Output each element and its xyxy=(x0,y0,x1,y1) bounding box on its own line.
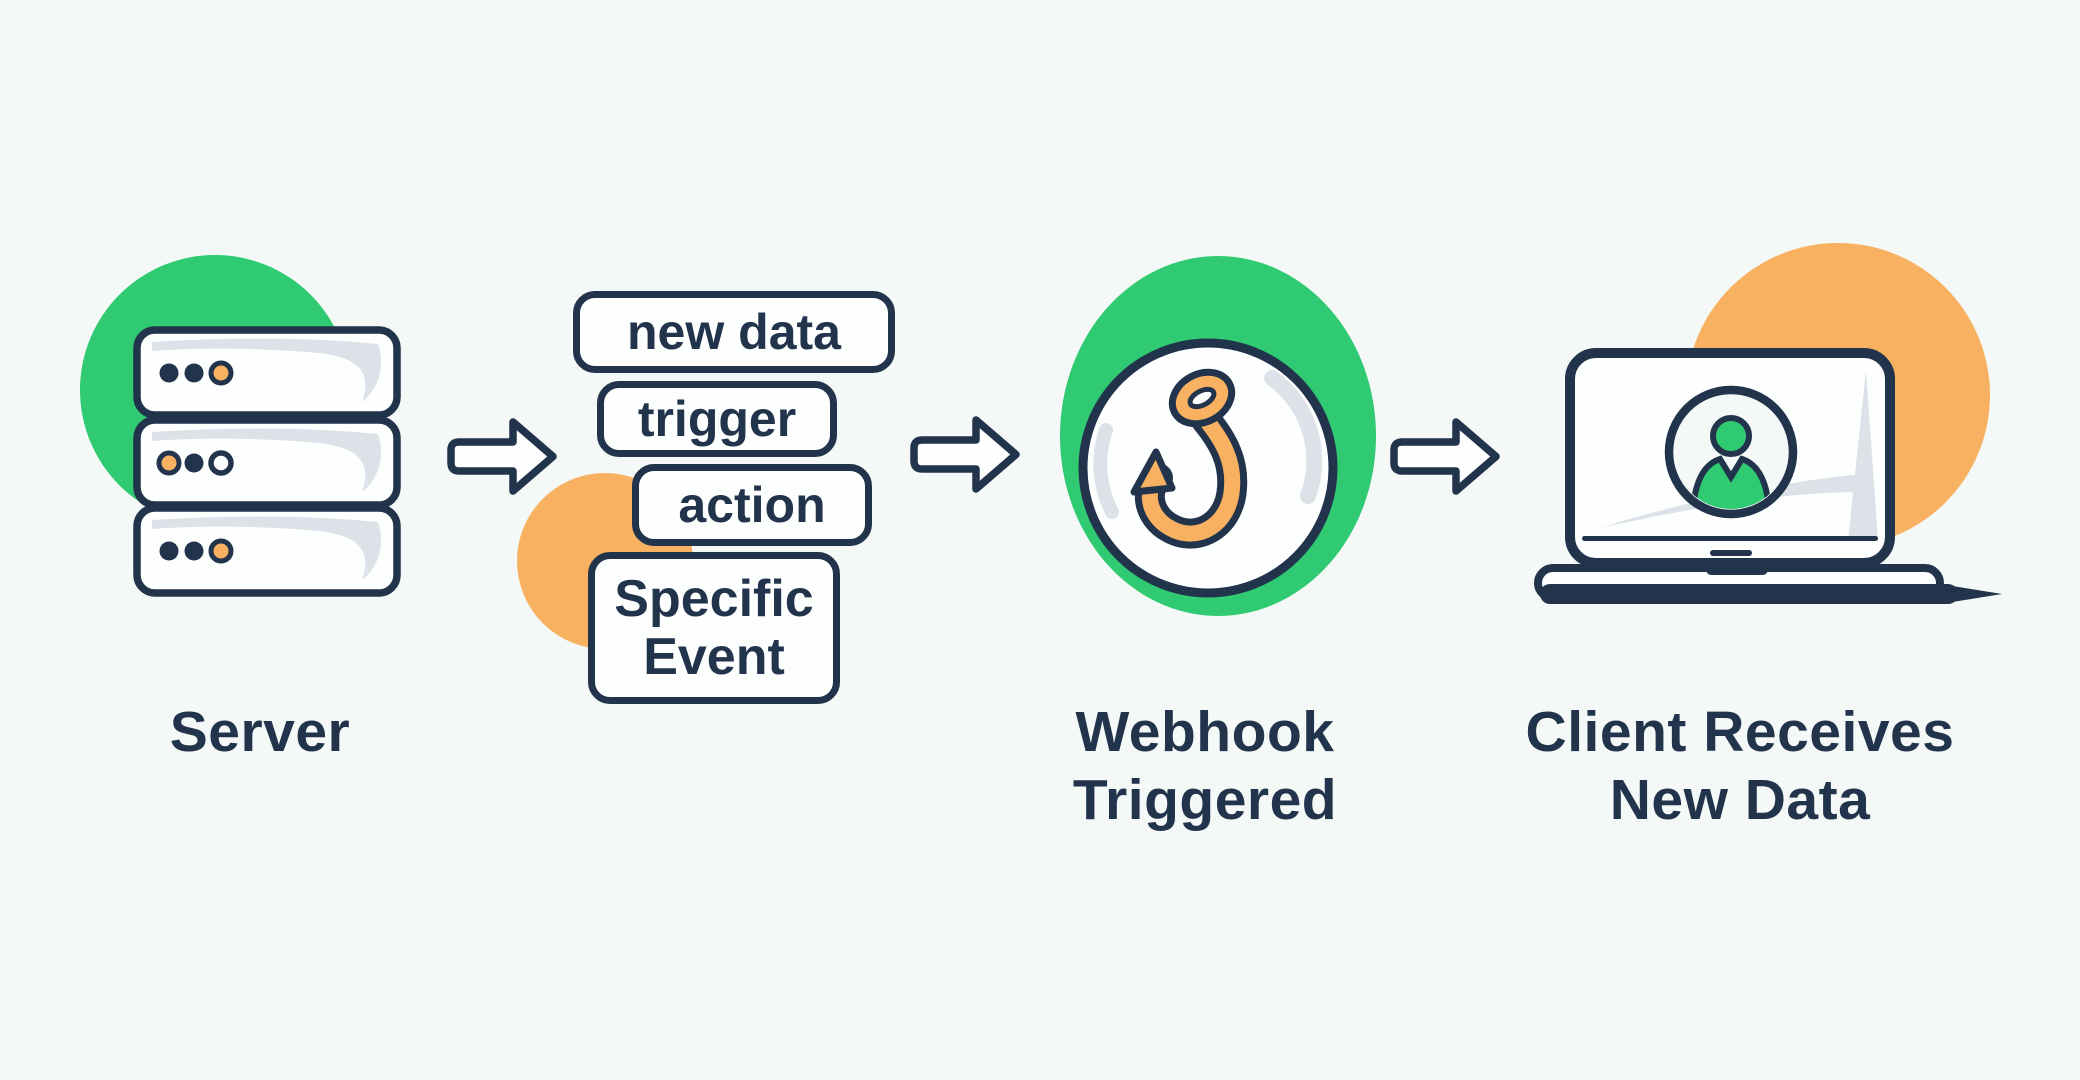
tag-specific-event: Specific Event xyxy=(588,552,840,704)
arrow-right-icon xyxy=(447,418,557,495)
arrow-right-icon xyxy=(910,416,1020,493)
server-unit xyxy=(133,416,401,509)
client-label: Client Receives New Data xyxy=(1480,698,2000,834)
arrow-right-icon xyxy=(1390,418,1500,495)
webhook-label-line2: Triggered xyxy=(1072,768,1338,832)
webhook-label: Webhook Triggered xyxy=(1005,698,1405,834)
tag-action: action xyxy=(632,464,872,546)
laptop-user-icon xyxy=(1534,243,2002,604)
server-unit xyxy=(133,326,401,419)
fish-hook xyxy=(1130,368,1248,549)
tag-new-data: new data xyxy=(573,291,895,373)
avatar-head xyxy=(1710,415,1752,457)
client-label-line2: New Data xyxy=(1609,768,1871,832)
webhook-label-line1: Webhook xyxy=(1075,700,1335,764)
tag-trigger: trigger xyxy=(597,381,837,457)
server-rack-icon xyxy=(80,255,401,597)
laptop-base xyxy=(1534,564,2002,604)
server-label: Server xyxy=(169,700,351,764)
user-avatar xyxy=(1664,385,1798,519)
hook-icon xyxy=(1060,256,1376,616)
server-unit xyxy=(133,504,401,597)
client-label-line1: Client Receives xyxy=(1525,700,1955,764)
